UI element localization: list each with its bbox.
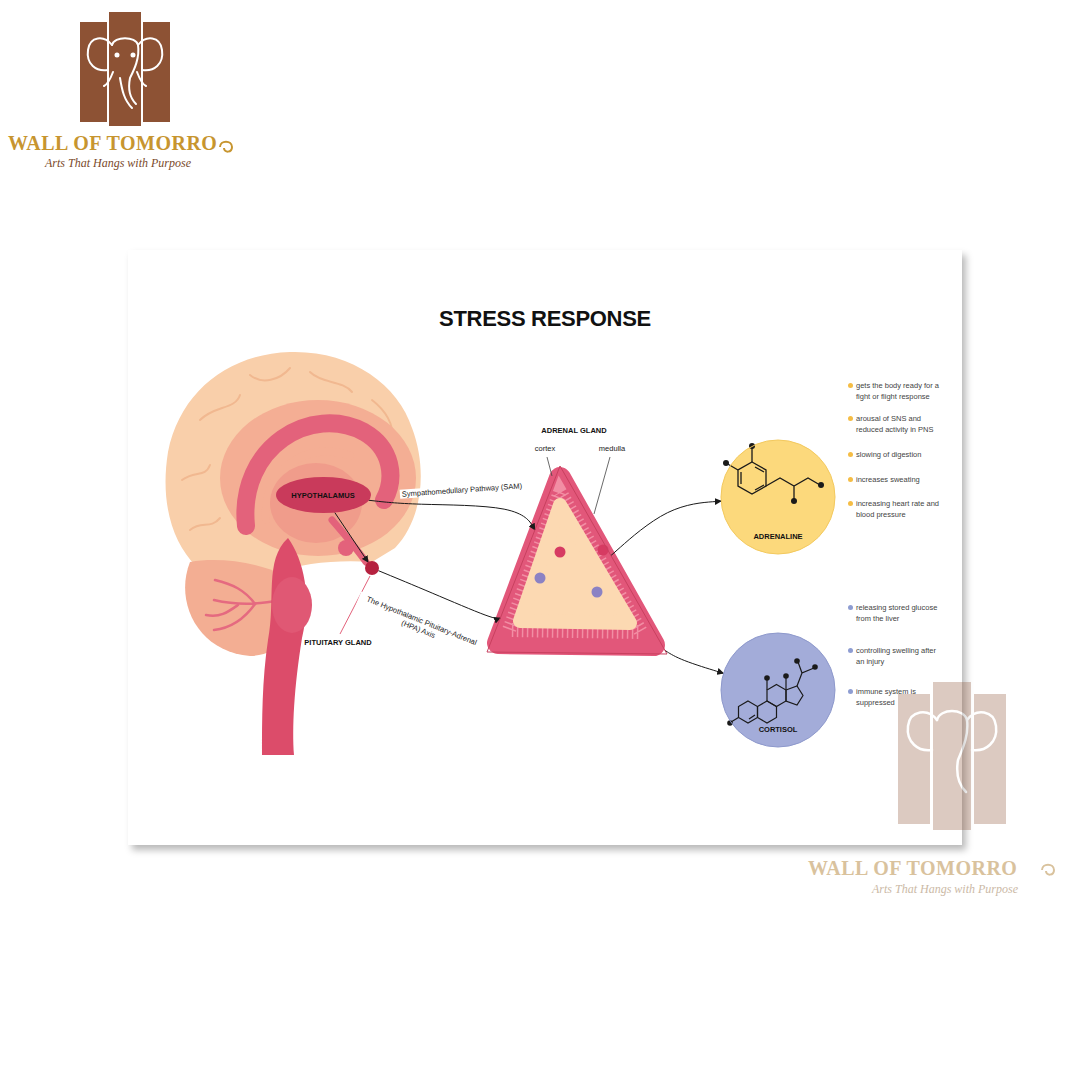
pathway-label: Sympathomedullary Pathway (SAM) [400,481,525,499]
hormone-circle: ADRENALINE [721,440,835,554]
leader-line [594,457,610,514]
brain [166,352,421,755]
leader-line [547,457,552,476]
logo [80,12,232,152]
node-label: ADRENAL GLAND [541,426,606,435]
cortisol-molecule [721,633,835,747]
pituitary-node: PITUITARY GLAND [365,561,379,575]
adrenaline-molecule [721,440,835,554]
pathway-arrow [368,500,534,530]
part-name: medulla [599,444,625,453]
hormone-circle: CORTISOL [721,633,835,747]
watermark: Arts That Hangs with Purpose [872,882,1018,897]
part-name: cortex [535,444,555,453]
effect-bullet: releasing stored glucose from the liver [848,602,944,624]
effect-bullet: increasing heart rate and blood pressure [848,498,944,520]
pathway-label: The Hypothalamic Pituitary-Adrenal (HPA)… [355,592,486,659]
watermark-swirl [1042,865,1054,875]
watermark: WALL OF TOMORRO [808,857,1017,880]
effect-bullet: arousal of SNS and reduced activity in P… [848,413,944,435]
hypothalamus-node: HYPOTHALAMUS [276,477,371,513]
effect-bullet: immune system is suppressed [848,686,944,708]
watermark-logo [898,682,1006,830]
pathway-arrow [611,501,721,555]
node-outline [365,561,379,575]
brand-tagline: Arts That Hangs with Purpose [45,156,191,171]
effect-bullet: controlling swelling after an injury [848,645,944,667]
diagram-title: STRESS RESPONSE [439,306,651,332]
pathway-arrow [335,512,368,562]
brand-name: WALL OF TOMORRO [8,132,217,155]
effect-bullet: slowing of digestion [848,449,944,460]
effect-bullet: gets the body ready for a fight or fligh… [848,380,944,402]
node-label: CORTISOL [759,725,798,734]
node-label: PITUITARY GLAND [304,638,371,647]
node-label: HYPOTHALAMUS [291,491,354,500]
node-label: ADRENALINE [753,532,802,541]
pathway-arrow [665,650,724,673]
effect-bullet: increases sweating [848,474,944,485]
